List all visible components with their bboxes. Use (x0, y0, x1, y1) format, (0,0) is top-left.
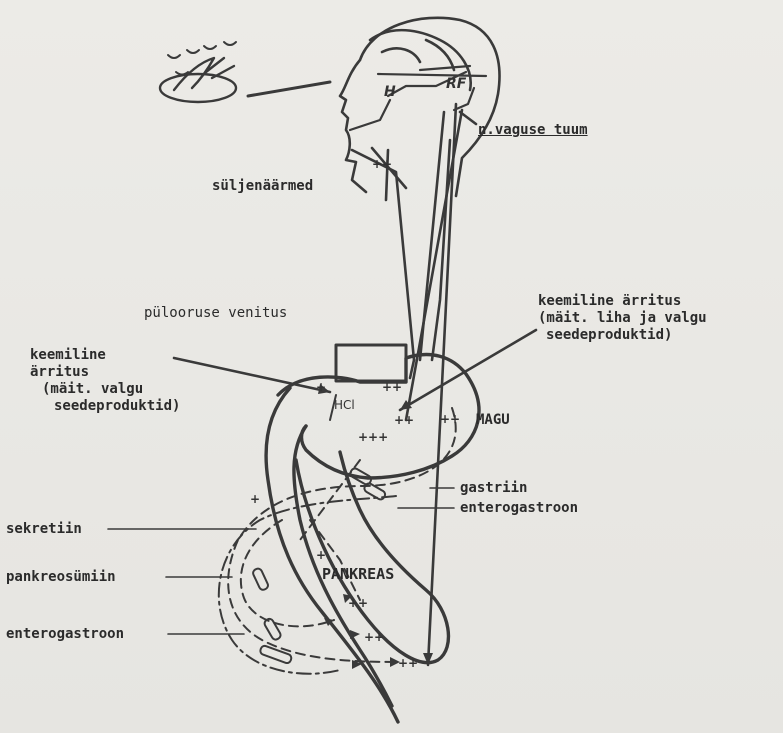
label-gastrin: gastriin (460, 480, 527, 496)
label-enterogastrone-right: enterogastroon (460, 500, 578, 516)
label-chem-left-4: seedeproduktid) (54, 398, 180, 414)
label-secretin: sekretiin (6, 521, 82, 537)
head-outline (340, 18, 499, 200)
label-pancreas: PANKREAS (322, 566, 394, 582)
label-chem-right-1: keemiline ärritus (538, 293, 681, 309)
label-nucleus: n.vaguse tuum (478, 122, 588, 138)
plus-marks: +++ (358, 430, 388, 444)
plus-marks: ++ (394, 413, 414, 427)
label-pylorus: pülooruse venitus (144, 305, 287, 321)
label-chem-right-2: (mäit. liha ja valgu (538, 310, 707, 326)
plus-marks-salivary: ++ (372, 157, 392, 171)
food-line (248, 82, 330, 96)
label-salivary-glands: süljenäärmed (212, 178, 313, 194)
label-chem-left-1: keemiline (30, 347, 106, 363)
plus-marks: ++ (382, 380, 402, 394)
leader-lines (108, 488, 454, 634)
label-stomach: MAGU (476, 412, 510, 428)
plus-marks: ++ (348, 596, 368, 610)
label-chem-left-3: (mäit. valgu (42, 381, 143, 397)
food-plate-icon (160, 58, 236, 102)
pylorus-box (336, 345, 406, 381)
plus-mark: + (250, 492, 260, 506)
plus-mark: + (316, 380, 326, 394)
label-enterogastrone-left: enterogastroon (6, 626, 124, 642)
pointer-lines (174, 112, 536, 410)
plus-marks: ++ (440, 412, 460, 426)
label-pancreozymin: pankreosümiin (6, 569, 116, 585)
label-chem-right-3: seedeproduktid) (546, 327, 672, 343)
hcl-mark: HCl (334, 398, 355, 412)
brain-mark-rf: RF (446, 76, 466, 92)
plus-mark: + (316, 548, 326, 562)
plus-marks: ++ (364, 630, 384, 644)
brain-mark-h: H (384, 84, 396, 100)
plus-marks: ++ (398, 656, 418, 670)
enterogastrone-path (219, 496, 396, 674)
label-chem-left-2: ärritus (30, 364, 89, 380)
